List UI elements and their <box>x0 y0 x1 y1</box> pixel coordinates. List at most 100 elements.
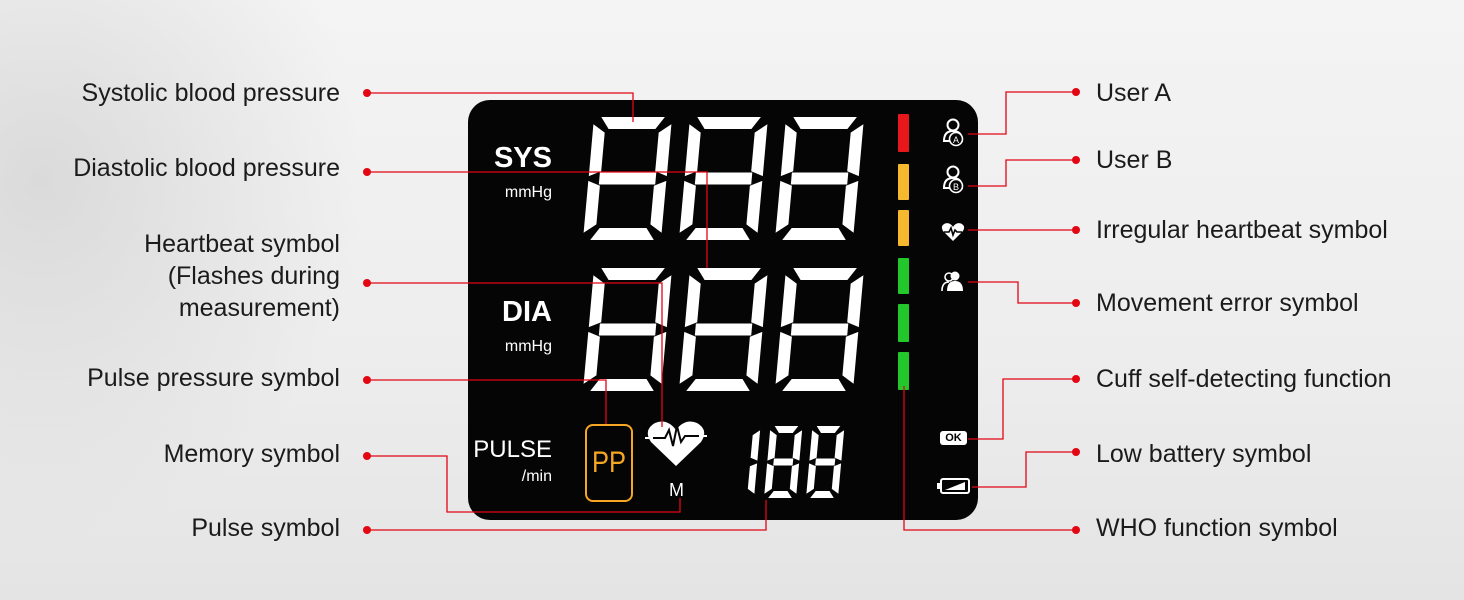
label-who: WHO function symbol <box>1096 514 1338 542</box>
dia-digit-2-segment-f <box>780 275 797 328</box>
who-bar-yellow-2 <box>898 210 909 246</box>
dia-digit-0-segment-a <box>601 268 665 280</box>
dia-digit-2-segment-c <box>842 331 859 384</box>
sys-digit-0-segment-b <box>655 124 672 177</box>
user-b-icon: B <box>942 165 964 194</box>
sys-digit-1-segment-d <box>686 228 750 240</box>
sys-digit-1-segment-a <box>697 117 761 129</box>
sys-label: SYS <box>493 142 552 174</box>
label-pulse-pressure: Pulse pressure symbol <box>87 364 340 392</box>
sys-digit-2-segment-a <box>793 117 857 129</box>
label-systolic: Systolic blood pressure <box>81 79 340 107</box>
dia-digit-1-segment-f <box>684 275 701 328</box>
pulse-digit-2-segment-d <box>810 491 834 498</box>
dia-digit-0-segment-b <box>655 275 672 328</box>
movement-error-icon <box>941 271 963 292</box>
sys-digit-0-segment-a <box>601 117 665 129</box>
pulse-digit-2-segment-a <box>816 426 841 433</box>
pulse-digit-1-segment-c <box>789 463 800 494</box>
sys-digit-1-segment-f <box>684 124 701 177</box>
user-a-letter: A <box>953 135 959 145</box>
sys-digit-1-segment-e <box>679 180 696 233</box>
label-battery: Low battery symbol <box>1096 440 1312 468</box>
who-bar-green-3 <box>898 352 909 390</box>
sys-digit-2-segment-g <box>790 172 849 185</box>
label-movement: Movement error symbol <box>1096 289 1359 317</box>
pulse-digit-2-segment-g <box>815 458 836 466</box>
user-b-letter: B <box>953 182 959 192</box>
label-memory: Memory symbol <box>163 440 340 468</box>
pulse-digit-2-segment-c <box>831 463 842 494</box>
connector-diastolic <box>367 171 708 268</box>
sys-unit: mmHg <box>504 184 552 201</box>
label-heartbeat: Heartbeat symbol (Flashes during measure… <box>144 230 340 322</box>
battery-icon <box>937 478 970 494</box>
irregular-heartbeat-icon <box>941 223 965 241</box>
connector-cuff <box>968 378 1076 440</box>
dia-label: DIA <box>502 296 552 328</box>
dia-digit-1-segment-d <box>686 379 750 391</box>
dia-digit-1-segment-c <box>746 331 763 384</box>
label-diastolic: Diastolic blood pressure <box>73 154 340 182</box>
user-a-icon: A <box>942 118 964 147</box>
memory-indicator: M <box>669 480 684 500</box>
dia-digit-1-segment-g <box>694 323 753 336</box>
dia-digit-2-segment-e <box>775 331 792 384</box>
dia-digit-0-segment-g <box>598 323 657 336</box>
cuff-ok-icon: OK <box>940 431 967 445</box>
dia-unit: mmHg <box>504 338 552 355</box>
dia-digit-2-segment-b <box>847 275 864 328</box>
sys-digit-0-segment-e <box>583 180 600 233</box>
who-bar-green-1 <box>898 258 909 294</box>
connector-pulse-pressure <box>367 379 607 424</box>
pulse-digit-1-segment-g <box>773 458 794 466</box>
dia-digit-1-segment-e <box>679 331 696 384</box>
dia-digit-2-segment-g <box>790 323 849 336</box>
label-user-a: User A <box>1096 79 1172 107</box>
pulse-unit: /min <box>521 468 552 485</box>
connector-user-a <box>968 91 1076 135</box>
sys-digit-2-segment-e <box>775 180 792 233</box>
pulse-digit-0-segment-c <box>747 463 758 494</box>
pp-text: PP <box>591 446 627 479</box>
lcd-screen <box>468 100 978 520</box>
sys-digit-2-segment-b <box>847 124 864 177</box>
connector-pulse <box>367 500 767 531</box>
dia-digit-0-segment-f <box>588 275 605 328</box>
sys-digit-2-segment-f <box>780 124 797 177</box>
sys-digit-2-segment-c <box>842 180 859 233</box>
sys-digit-0-segment-f <box>588 124 605 177</box>
label-irregular: Irregular heartbeat symbol <box>1096 216 1388 244</box>
dia-digit-0-segment-e <box>583 331 600 384</box>
connector-movement <box>968 281 1076 304</box>
who-bar-green-2 <box>898 304 909 342</box>
sys-digit-1-segment-b <box>751 124 768 177</box>
label-pulse: Pulse symbol <box>191 514 340 542</box>
pulse-digit-0-segment-b <box>750 430 761 461</box>
connector-systolic <box>367 92 634 122</box>
pulse-digit-2-segment-f <box>809 430 819 461</box>
who-bar-red <box>898 114 909 152</box>
label-cuff: Cuff self-detecting function <box>1096 365 1392 393</box>
pulse-pressure-box: PP <box>585 424 633 502</box>
connector-memory <box>367 455 681 513</box>
connector-heartbeat <box>367 282 663 427</box>
connector-battery <box>972 451 1076 488</box>
heartbeat-icon <box>645 421 707 466</box>
dia-digit-1-segment-a <box>697 268 761 280</box>
connector-who <box>903 386 1076 531</box>
pulse-digit-2-segment-e <box>806 463 816 494</box>
dia-digit-2-segment-d <box>782 379 846 391</box>
dia-digit-2-segment-a <box>793 268 857 280</box>
pulse-label: PULSE <box>473 436 552 463</box>
pulse-digit-1-segment-a <box>774 426 799 433</box>
sys-digit-1-segment-g <box>694 172 753 185</box>
who-bar-yellow-1 <box>898 164 909 200</box>
pulse-digit-1-segment-b <box>792 430 803 461</box>
dia-digit-1-segment-b <box>751 275 768 328</box>
pulse-digit-1-segment-f <box>767 430 777 461</box>
sys-digit-0-segment-d <box>590 228 654 240</box>
connector-user-b <box>968 159 1076 187</box>
